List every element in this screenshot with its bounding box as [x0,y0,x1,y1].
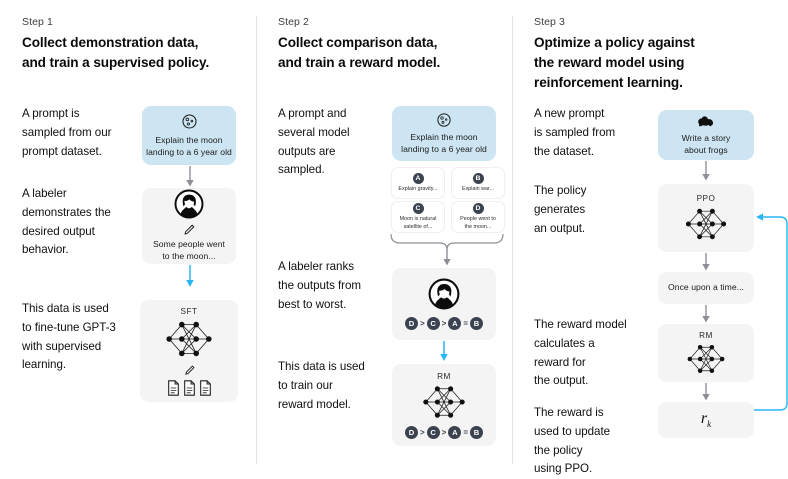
step-3-caption-2: The policy generates an output. [534,184,587,235]
arrow-ppo-to-output [701,253,711,273]
rm-rank-op-1: > [441,427,447,437]
moon-icon [181,113,198,130]
step-1-sft-box: SFT [140,300,238,402]
neural-network-icon [162,318,216,360]
option-text-c: Moon is natural satellite of... [399,216,437,230]
ranking-row: D > C > A = B [404,317,483,330]
step-2-caption-1: A prompt and several model outputs are s… [278,107,350,177]
rank-item-2: A [448,317,462,330]
arrow-output-to-rm [701,305,711,325]
rank-item-1: C [426,317,440,330]
option-card-b: B Explain war... [452,168,504,198]
rm-rank-item-1: C [426,425,440,439]
sft-label: SFT [180,306,198,316]
rm-rank-op-0: > [419,427,425,437]
step-2-caption-2: A labeler ranks the outputs from best to… [278,260,361,311]
arrow-prompt-to-ppo [701,161,711,183]
step-1-prompt-text: Explain the moon landing to a 6 year old [146,134,232,157]
neural-network-icon [419,383,469,421]
step-3-prompt-box: Write a story about frogs [658,110,754,160]
rank-op-1: > [441,319,447,328]
step-2-title: Collect comparison data, and train a rew… [278,35,441,71]
rm-rank-item-2: A [448,425,462,439]
neural-network-icon [684,342,728,376]
ppo-label: PPO [696,193,716,203]
step-2-caption-3: This data is used to train our reward mo… [278,360,365,411]
step-2-prompt-text: Explain the moon landing to a 6 year old [401,131,487,154]
step-1-caption-1: A prompt is sampled from our prompt data… [22,107,112,158]
step-2-prompt-box: Explain the moon landing to a 6 year old [392,106,496,161]
step-1-column: Step 1 Collect demonstration data, and t… [0,0,256,479]
step-3-title: Optimize a policy against the reward mod… [534,35,695,91]
rm-rank-item-3: B [470,425,483,439]
option-letter-b: B [472,172,484,184]
step-3-caption-4: The reward is used to update the policy … [534,406,611,476]
option-text-d: People went to the moon... [460,216,496,230]
option-card-a: A Explain gravity... [392,168,444,198]
rank-item-3: B [470,317,483,330]
step-3-reward-box: rk [658,402,754,438]
moon-icon [436,112,452,128]
step-3-prompt-text: Write a story about frogs [681,132,731,155]
step-1-prompt-box: Explain the moon landing to a 6 year old [142,106,236,165]
column-divider-1 [256,16,257,464]
step-3-output-text: Once upon a time... [668,282,744,293]
step-3-column: Step 3 Optimize a policy against the rew… [512,0,788,479]
rm-rank-op-2: = [463,427,468,437]
step-2-ranking-box: D > C > A = B [392,268,496,340]
arrow-prompt-to-labeler [185,166,195,188]
column-divider-2 [512,16,513,464]
rm-label: RM [437,371,451,381]
option-text-b: Explain war... [461,185,495,192]
rank-op-0: > [419,319,425,328]
option-letter-a: A [412,172,424,184]
step-3-ppo-box: PPO [658,184,754,252]
step-1-label: Step 1 [22,16,53,28]
option-letter-d: D [472,203,484,215]
step-2-rm-box: RM D > C [392,364,496,446]
arrow-options-to-ranking [388,232,506,268]
rm-rank-item-0: D [404,425,418,439]
step-3-caption-1: A new prompt is sampled from the dataset… [534,107,616,158]
step-2-label: Step 2 [278,16,309,28]
step-3-rm-label: RM [699,330,713,340]
pencil-icon [183,364,196,377]
rank-item-0: D [404,317,418,330]
step-3-label: Step 3 [534,16,565,28]
arrow-rm-to-reward [701,383,711,403]
arrow-labeler-to-sft [185,265,195,289]
step-3-output-box: Once upon a time... [658,272,754,304]
step-1-labeler-text: Some people went to the moon... [153,239,225,261]
step-1-labeler-box: Some people went to the moon... [142,188,236,264]
labeler-avatar-icon [428,278,460,310]
step-2-column: Step 2 Collect comparison data, and trai… [256,0,512,479]
rank-op-2: = [463,319,468,328]
neural-network-icon [682,205,730,243]
feedback-loop-arrow [754,203,788,421]
option-card-c: C Moon is natural satellite of... [392,202,444,232]
arrow-ranking-to-rm [439,341,449,363]
step-3-rm-box: RM [658,324,754,382]
step-1-title: Collect demonstration data, and train a … [22,35,210,71]
option-card-d: D People went to the moon... [452,202,504,232]
step-1-caption-3: This data is used to fine-tune GPT-3 wit… [22,302,116,372]
option-text-a: Explain gravity... [398,185,438,192]
step-3-caption-3: The reward model calculates a reward for… [534,318,627,388]
documents-icon [167,379,212,396]
labeler-avatar-icon [174,189,204,219]
reward-symbol: rk [700,410,712,430]
step-1-caption-2: A labeler demonstrates the desired outpu… [22,187,111,257]
option-letter-c: C [412,203,424,215]
rm-ranking-row: D > C > A = B [404,425,483,439]
frog-icon [696,114,716,128]
pencil-icon [182,223,196,237]
